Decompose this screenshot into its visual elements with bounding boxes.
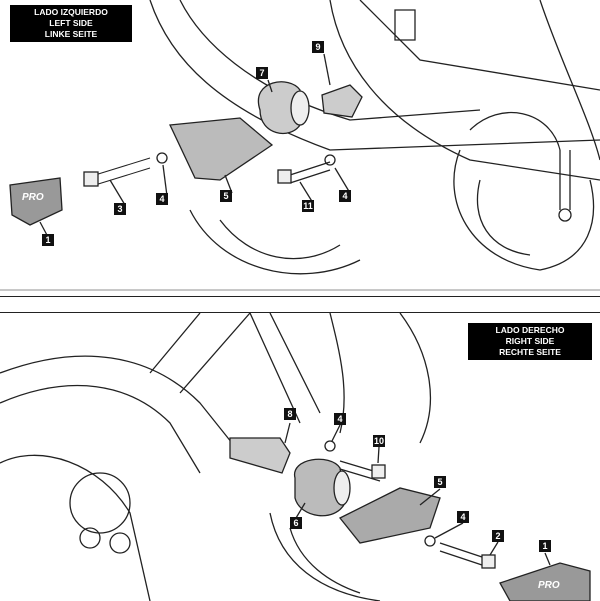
callout-4b: 4 [339,190,351,202]
callout-11: 11 [302,200,314,212]
left-side-drawing: PRO [0,0,600,291]
callout-3: 3 [114,203,126,215]
callout-2: 2 [492,530,504,542]
callout-1: 1 [539,540,551,552]
callout-8: 8 [284,408,296,420]
title-line: LADO DERECHO [495,325,565,335]
title-line: LADO IZQUIERDO [34,7,108,17]
right-side-drawing: PRO [0,313,591,601]
left-side-title: LADO IZQUIERDO LEFT SIDE LINKE SEITE [10,5,132,42]
callout-10: 10 [373,435,385,447]
title-line: RIGHT SIDE [505,336,555,346]
right-side-title: LADO DERECHO RIGHT SIDE RECHTE SEITE [468,323,592,360]
title-line: LEFT SIDE [49,18,93,28]
callout-1: 1 [42,234,54,246]
right-side-panel: PRO LADO DERECHO RIGHT SIDE RECHTE SEITE… [0,312,600,601]
left-side-panel: PRO LADO IZQUIERDO LEFT SIDE LINKE SEITE… [0,0,600,297]
callout-7: 7 [256,67,268,79]
callout-5: 5 [220,190,232,202]
title-line: LINKE SEITE [44,29,98,39]
logo-pro: PRO [22,192,44,203]
callout-4: 4 [156,193,168,205]
callout-4: 4 [334,413,346,425]
callout-6: 6 [290,517,302,529]
logo-pro: PRO [538,580,560,591]
callout-4b: 4 [457,511,469,523]
title-line: RECHTE SEITE [499,347,561,357]
callout-5: 5 [434,476,446,488]
callout-9: 9 [312,41,324,53]
